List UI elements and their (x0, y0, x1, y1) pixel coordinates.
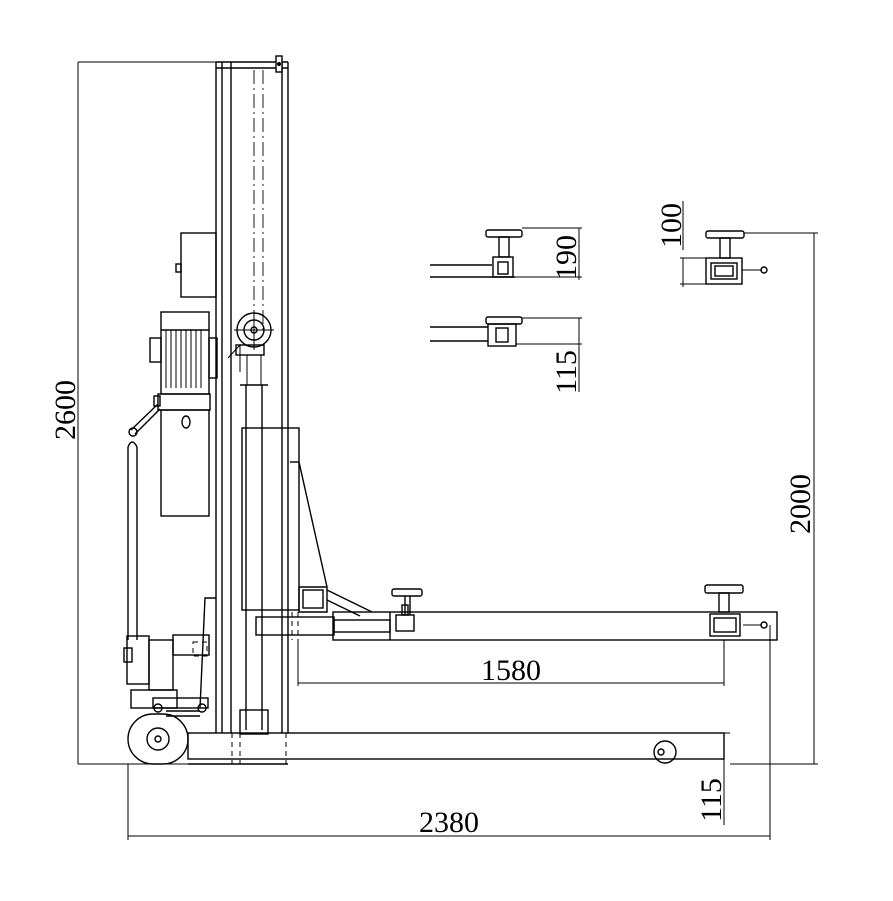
carriage (239, 384, 373, 735)
lifting-arm (255, 584, 778, 641)
base-leg (187, 732, 725, 765)
dim-pad-top: 100 (655, 203, 688, 248)
dimension-lines (77, 61, 818, 840)
pulley (227, 310, 274, 385)
pump-handle (127, 395, 161, 640)
rear-wheel (127, 713, 189, 765)
hydraulic-tank (160, 409, 210, 517)
top-box (180, 232, 217, 298)
pad-detail-low (430, 316, 582, 392)
dim-pad-high: 190 (550, 235, 583, 280)
column (215, 55, 289, 733)
dim-lift-height: 2000 (784, 474, 817, 534)
arm-tube (332, 611, 778, 641)
pad-detail-top (680, 201, 768, 287)
pad-detail-high (430, 227, 582, 280)
lift-main-view (123, 55, 778, 765)
dim-base-clearance: 115 (695, 778, 728, 822)
dim-pad-low: 115 (550, 350, 583, 394)
front-wheel (653, 740, 677, 764)
pump-base (123, 597, 216, 717)
dim-overall-height: 2600 (49, 380, 82, 440)
motor (149, 311, 218, 517)
dim-arm-reach: 1580 (481, 654, 541, 687)
dim-overall-length: 2380 (419, 806, 479, 839)
